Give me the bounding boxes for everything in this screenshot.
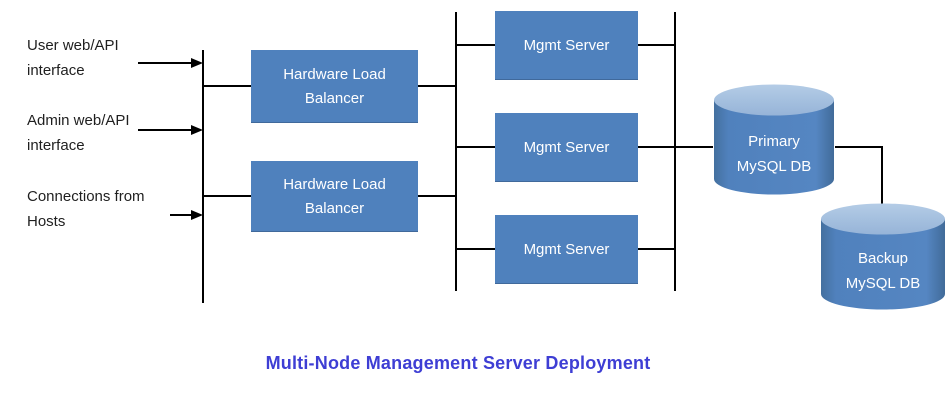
connector-line (457, 248, 495, 250)
input-label-line: Hosts (27, 213, 66, 230)
connector-line (676, 146, 713, 148)
input-label-admin: Admin web/API interface (27, 108, 187, 158)
db-name: Primary (748, 133, 800, 150)
database-cylinder-icon (821, 203, 945, 310)
node-mgmt-server-2: Mgmt Server (495, 113, 638, 182)
connector-line (638, 248, 674, 250)
input-label-line: Admin web/API (27, 112, 130, 129)
connector-line (418, 195, 455, 197)
bus-line-balancers (455, 12, 457, 291)
arrow-right-icon (191, 210, 203, 220)
node-backup-db: Backup MySQL DB (820, 203, 946, 310)
node-mgmt-server-3: Mgmt Server (495, 215, 638, 284)
arrow-line (138, 62, 192, 64)
node-load-balancer-1: Hardware Load Balancer (251, 50, 418, 123)
node-primary-db: Primary MySQL DB (713, 84, 835, 195)
input-label-line: interface (27, 137, 85, 154)
node-mgmt-server-1: Mgmt Server (495, 11, 638, 80)
input-label-line: interface (27, 62, 85, 79)
connector-line (835, 146, 883, 148)
node-label: Hardware Load Balancer (283, 65, 386, 107)
input-label-hosts: Connections from Hosts (27, 184, 187, 234)
database-cylinder-icon (714, 84, 834, 195)
node-label: Hardware Load Balancer (283, 175, 386, 217)
connector-line (881, 146, 883, 208)
node-label: Mgmt Server (523, 138, 610, 156)
connector-line (638, 44, 674, 46)
node-load-balancer-2: Hardware Load Balancer (251, 161, 418, 232)
connector-line (204, 195, 251, 197)
input-label-line: Connections from (27, 188, 145, 205)
connector-line (457, 146, 495, 148)
input-label-line: User web/API (27, 37, 119, 54)
arrow-line (138, 129, 192, 131)
node-label: Primary MySQL DB (713, 129, 835, 179)
node-label: Mgmt Server (523, 36, 610, 54)
bus-line-inputs (202, 50, 204, 303)
connector-line (638, 146, 674, 148)
node-label: Backup MySQL DB (820, 246, 946, 296)
db-type: MySQL DB (736, 158, 812, 175)
connector-line (204, 85, 251, 87)
arrow-right-icon (191, 125, 203, 135)
connector-line (457, 44, 495, 46)
input-label-user: User web/API interface (27, 33, 187, 83)
node-label: Mgmt Server (523, 240, 610, 258)
db-name: Backup (857, 250, 909, 267)
bus-line-servers (674, 12, 676, 291)
diagram-title: Multi-Node Management Server Deployment (265, 353, 651, 373)
arrow-right-icon (191, 58, 203, 68)
connector-line (418, 85, 455, 87)
arrow-line (170, 214, 192, 216)
db-type: MySQL DB (845, 275, 921, 292)
